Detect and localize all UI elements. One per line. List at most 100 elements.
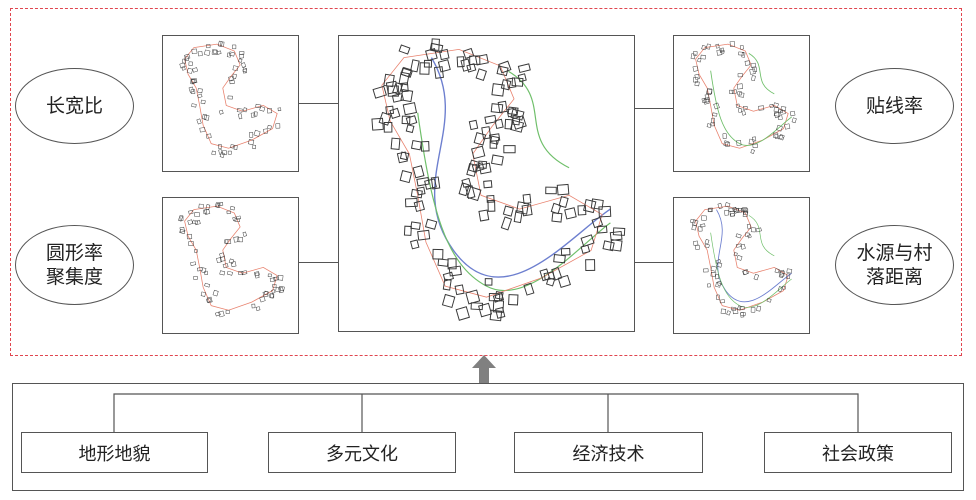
building: [253, 111, 258, 117]
building: [188, 61, 193, 66]
building: [250, 112, 256, 118]
building: [704, 243, 710, 249]
building: [242, 68, 247, 74]
building: [417, 229, 431, 241]
water-distance-oval: 水源与村 落距离: [835, 225, 954, 305]
building: [225, 239, 232, 245]
building: [724, 202, 731, 208]
river: [716, 209, 792, 303]
building: [585, 259, 596, 271]
building: [211, 150, 216, 156]
building: [226, 210, 231, 215]
building: [473, 132, 487, 146]
building: [484, 114, 497, 125]
building: [495, 306, 506, 319]
building: [598, 205, 612, 218]
building: [230, 261, 237, 268]
building: [191, 103, 197, 108]
building: [181, 66, 186, 71]
building: [517, 63, 531, 74]
building: [466, 186, 482, 202]
factors-frame: [12, 383, 964, 491]
building: [784, 123, 791, 130]
building: [222, 263, 229, 269]
building: [545, 186, 557, 195]
building: [691, 224, 697, 231]
building: [416, 186, 426, 196]
building: [735, 103, 741, 108]
circularity-label: 圆形率 聚集度: [45, 242, 103, 288]
building: [401, 115, 411, 125]
building: [216, 257, 222, 264]
building: [471, 162, 485, 173]
building: [267, 124, 272, 130]
building: [188, 241, 194, 246]
building: [703, 268, 709, 273]
connector-right-top: [634, 108, 674, 110]
factor-policy-label: 社会政策: [822, 443, 894, 465]
building: [704, 94, 710, 101]
building: [215, 311, 221, 317]
building: [441, 293, 456, 309]
building: [405, 124, 415, 134]
building: [502, 205, 514, 217]
building: [203, 114, 210, 121]
building: [391, 92, 405, 103]
building: [691, 219, 699, 227]
building: [720, 308, 727, 315]
building: [424, 178, 437, 190]
building: [218, 149, 223, 155]
building: [204, 282, 211, 288]
building: [609, 230, 623, 241]
building: [200, 291, 206, 297]
building: [750, 62, 756, 68]
building: [390, 137, 401, 150]
building: [262, 291, 269, 298]
building: [405, 115, 418, 126]
building: [494, 118, 504, 129]
building: [263, 290, 269, 296]
building: [791, 117, 797, 124]
building: [755, 227, 762, 233]
building: [609, 239, 623, 252]
building: [560, 247, 571, 256]
metrics-frame: [10, 8, 962, 356]
road: [508, 70, 570, 169]
connector-left-bottom: [298, 262, 338, 264]
building: [240, 62, 247, 68]
building: [430, 176, 441, 190]
building: [738, 51, 745, 56]
building: [489, 135, 500, 145]
building: [204, 270, 208, 276]
building: [467, 159, 480, 173]
building: [277, 275, 284, 281]
building: [752, 66, 757, 73]
building: [194, 219, 201, 226]
building: [740, 243, 746, 250]
building: [433, 66, 444, 79]
building: [777, 134, 784, 140]
building: [704, 239, 710, 245]
building: [448, 265, 462, 277]
building: [229, 80, 235, 85]
building: [513, 210, 523, 224]
building: [199, 127, 206, 133]
building: [779, 110, 786, 115]
building: [711, 117, 715, 124]
building: [469, 55, 481, 65]
building: [383, 122, 393, 133]
building: [736, 255, 743, 261]
building: [255, 306, 261, 311]
building: [694, 81, 700, 87]
building: [478, 209, 490, 222]
building: [706, 43, 711, 50]
building: [516, 201, 529, 215]
map-panel-left-bottom: [162, 197, 299, 334]
building: [496, 65, 509, 77]
building: [491, 83, 505, 97]
building: [704, 97, 711, 103]
building: [400, 89, 414, 103]
building: [413, 200, 425, 213]
building: [778, 272, 784, 278]
building: [267, 273, 272, 278]
